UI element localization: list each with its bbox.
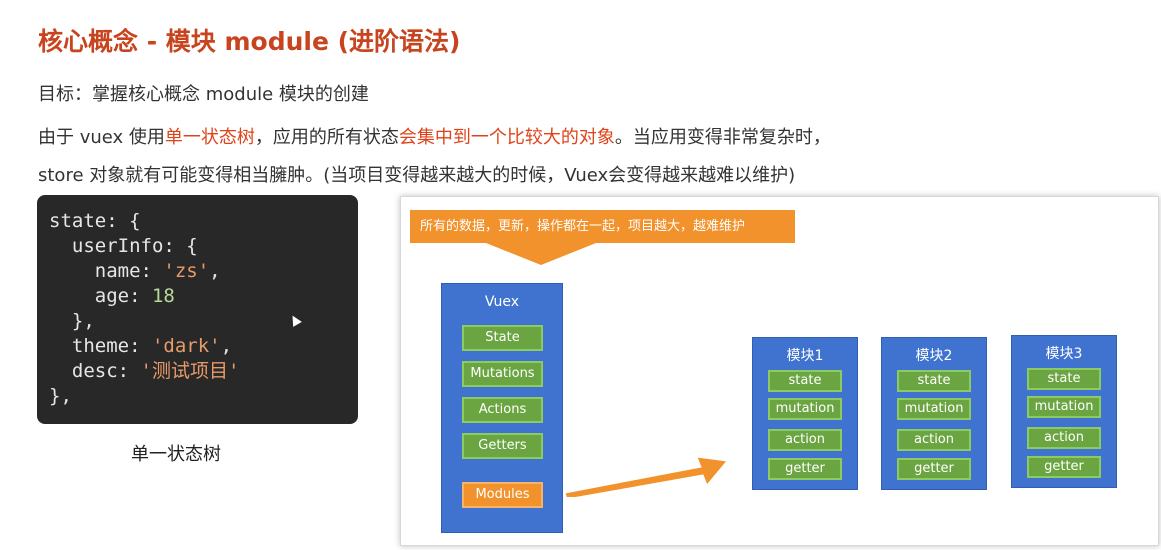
intro-line-2: store 对象就有可能变得相当臃肿。(当项目变得越来越大的时候，Vuex会变得… xyxy=(38,165,796,186)
highlight-single-state-tree: 单一状态树 xyxy=(164,127,255,148)
module-diagram: 所有的数据，更新，操作都在一起，项目越大，越难维护 Vuex State Mut… xyxy=(400,196,1159,546)
vuex-item-mutations: Mutations xyxy=(462,361,543,387)
arrow-right-icon xyxy=(564,456,728,497)
code-line: desc: '测试项目' xyxy=(49,359,358,384)
vuex-item-modules: Modules xyxy=(462,482,543,508)
vuex-title: Vuex xyxy=(484,294,520,310)
code-key: desc: xyxy=(49,360,141,382)
module-box-1: 模块1 state mutation action getter xyxy=(752,337,858,490)
code-line: state: { xyxy=(49,210,141,232)
goal-text: 目标：掌握核心概念 module 模块的创建 xyxy=(38,84,369,105)
intro-line-1: 由于 vuex 使用单一状态树，应用的所有状态会集中到一个比较大的对象。当应用变… xyxy=(38,123,831,149)
code-key: theme: xyxy=(49,335,152,357)
code-caption: 单一状态树 xyxy=(131,444,221,465)
highlight-large-object: 会集中到一个比较大的对象 xyxy=(398,127,615,148)
code-line: userInfo: { xyxy=(49,235,198,257)
module-box-3: 模块3 state mutation action getter xyxy=(1011,335,1117,488)
module-item-mutation: mutation xyxy=(768,398,842,420)
module-item-state: state xyxy=(897,370,971,392)
module-item-mutation: mutation xyxy=(1027,396,1101,418)
vuex-item-getters: Getters xyxy=(462,433,543,459)
code-line: theme: 'dark', xyxy=(49,334,358,359)
code-block: state: { userInfo: { name: 'zs', age: 18… xyxy=(37,195,358,424)
vuex-item-state: State xyxy=(462,325,543,351)
code-key: name: xyxy=(49,260,164,282)
module-item-getter: getter xyxy=(768,458,842,480)
code-line: }, xyxy=(49,385,72,407)
module-item-action: action xyxy=(1027,427,1101,449)
module-title: 模块1 xyxy=(786,348,824,364)
callout-bubble: 所有的数据，更新，操作都在一起，项目越大，越难维护 xyxy=(410,210,795,243)
code-number: 18 xyxy=(151,285,175,307)
vuex-item-actions: Actions xyxy=(462,397,543,423)
vuex-box: Vuex State Mutations Actions Getters Mod… xyxy=(441,283,563,533)
code-string: '测试项目' xyxy=(140,360,240,382)
module-title: 模块2 xyxy=(915,348,953,364)
callout-tail xyxy=(486,243,596,265)
intro-text-2: ，应用的所有状态 xyxy=(254,127,399,148)
module-item-getter: getter xyxy=(897,458,971,480)
code-punct: , xyxy=(209,260,221,282)
module-item-state: state xyxy=(768,370,842,392)
intro-text-3: 。当应用变得非常复杂时， xyxy=(614,127,831,148)
code-string: 'dark' xyxy=(151,335,221,357)
code-punct: , xyxy=(220,335,233,357)
code-line: }, xyxy=(49,310,95,332)
module-item-action: action xyxy=(897,429,971,451)
code-line: name: 'zs', xyxy=(49,259,358,284)
code-line: age: 18 xyxy=(49,284,358,309)
module-item-action: action xyxy=(768,429,842,451)
page-title: 核心概念 - 模块 module (进阶语法) xyxy=(38,27,461,56)
module-item-state: state xyxy=(1027,368,1101,390)
module-title: 模块3 xyxy=(1045,346,1083,362)
module-item-getter: getter xyxy=(1027,456,1101,478)
intro-text-1: 由于 vuex 使用 xyxy=(38,127,165,148)
module-box-2: 模块2 state mutation action getter xyxy=(881,337,987,490)
code-key: age: xyxy=(49,285,152,307)
code-string: 'zs' xyxy=(163,260,210,282)
module-item-mutation: mutation xyxy=(897,398,971,420)
